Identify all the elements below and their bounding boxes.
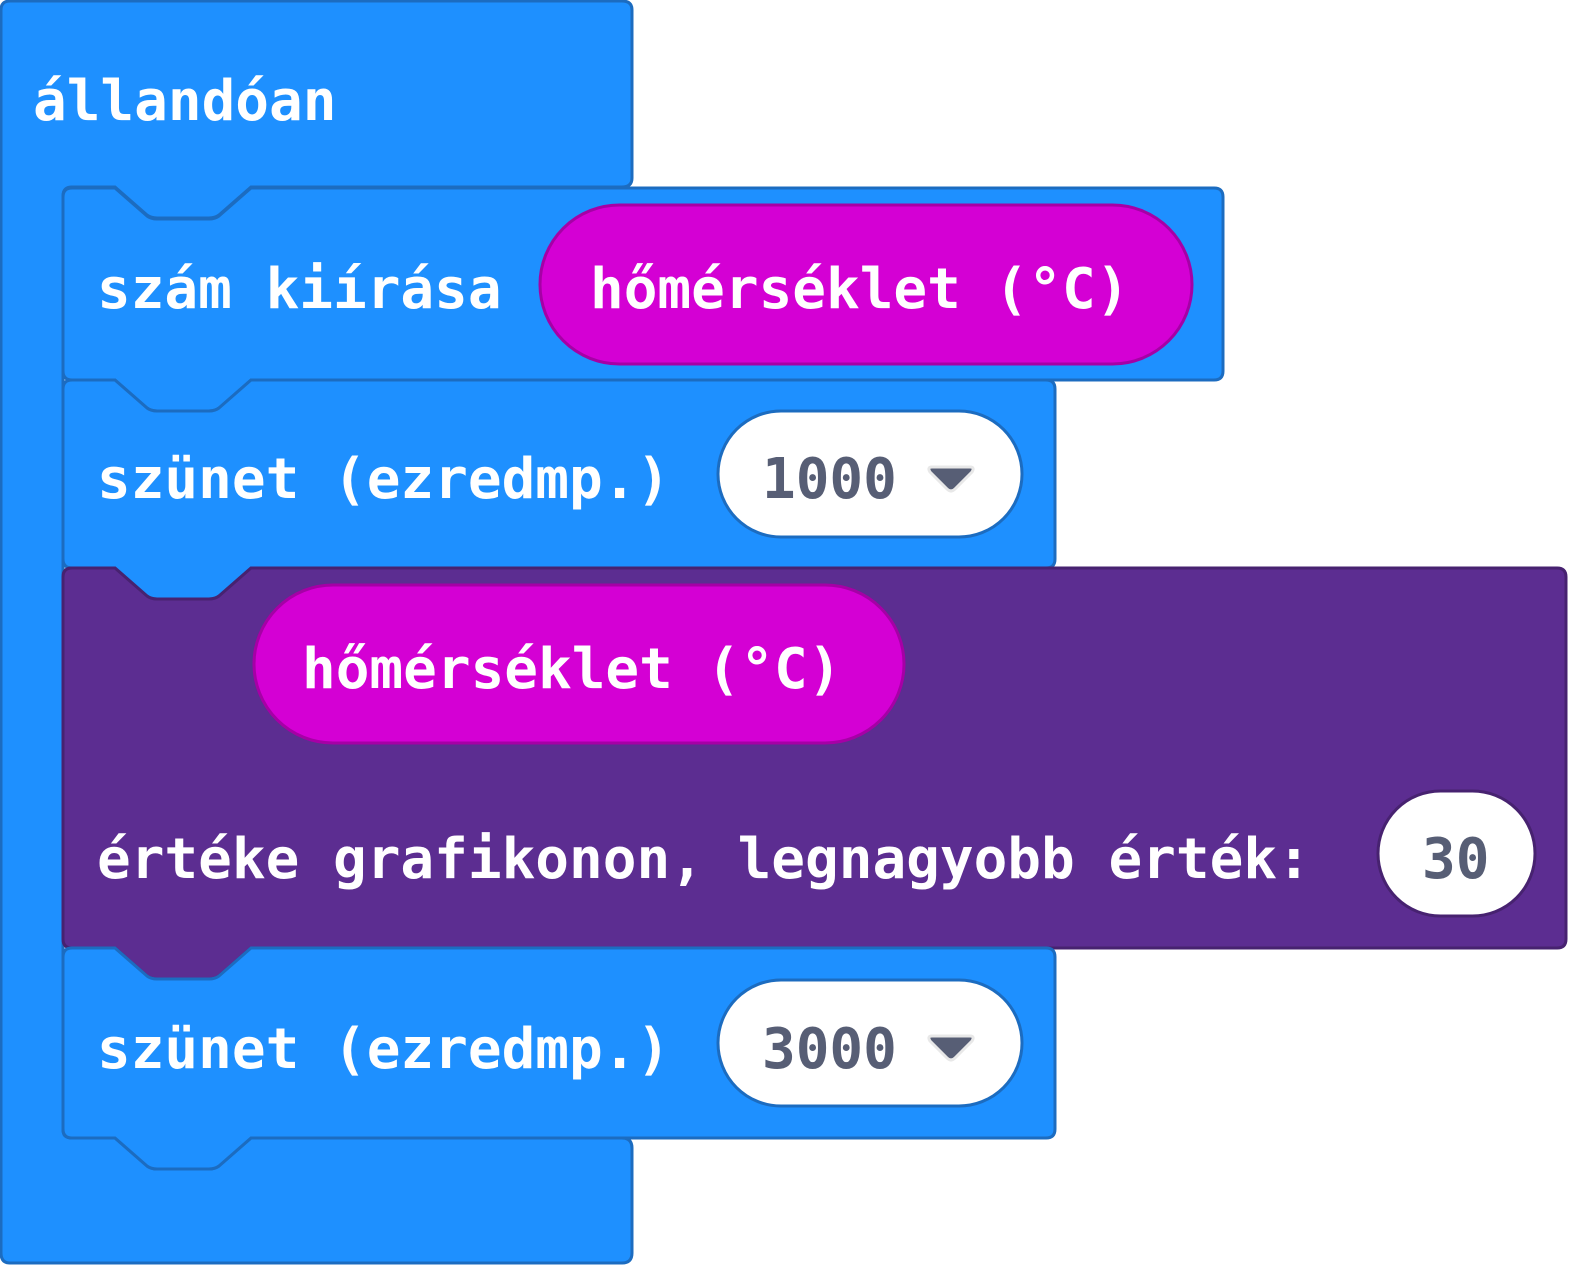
pause-block[interactable]: szünet (ezredmp.) 3000 (61, 946, 1057, 1171)
max-value-input[interactable] (1376, 789, 1537, 918)
pause-value-dropdown[interactable] (716, 978, 1024, 1108)
plot-bar-graph-label: értéke grafikonon, legnagyobb érték: (97, 827, 1311, 892)
pause-value: 1000 (762, 447, 897, 512)
show-number-block[interactable]: szám kiírása hőmérséklet (°C) (61, 186, 1225, 413)
max-value: 30 (1422, 827, 1489, 892)
show-number-label: szám kiírása (97, 257, 502, 322)
forever-label: állandóan (33, 69, 336, 134)
pause-block[interactable]: szünet (ezredmp.) 1000 (61, 378, 1057, 601)
pause-label: szünet (ezredmp.) (97, 447, 670, 512)
temperature-reporter-label: hőmérséklet (°C) (590, 257, 1129, 322)
pause-label: szünet (ezredmp.) (97, 1017, 670, 1082)
pause-value: 3000 (762, 1017, 897, 1082)
triangle-down-icon[interactable] (927, 1034, 975, 1062)
temperature-reporter[interactable] (538, 203, 1194, 366)
temperature-reporter[interactable] (252, 583, 906, 745)
plot-bar-graph-block[interactable]: hőmérséklet (°C) értéke grafikonon, legn… (61, 566, 1568, 981)
pause-value-dropdown[interactable] (716, 409, 1024, 539)
triangle-down-icon[interactable] (927, 465, 975, 493)
temperature-reporter-label: hőmérséklet (°C) (302, 637, 841, 702)
